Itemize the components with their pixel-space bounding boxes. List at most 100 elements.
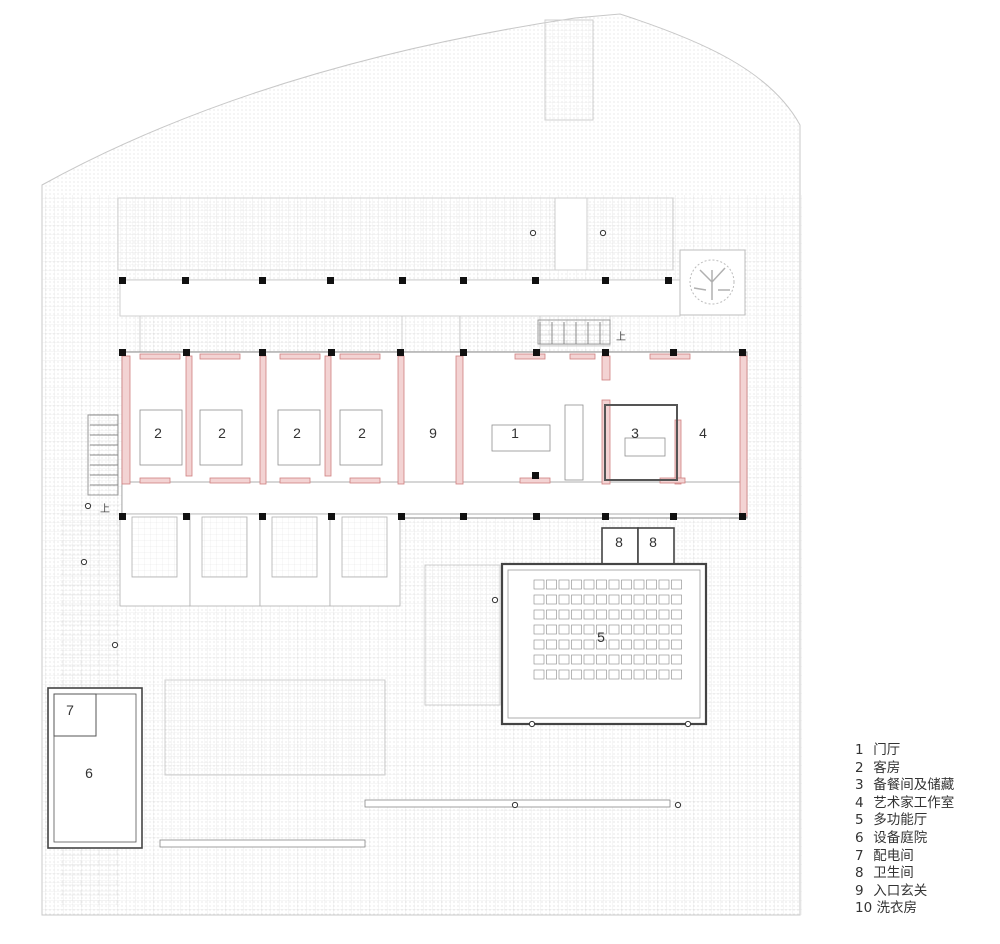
guest-room-beds bbox=[139, 409, 383, 466]
seat bbox=[583, 609, 595, 620]
seat bbox=[646, 654, 657, 665]
seat bbox=[608, 579, 620, 590]
room-number-pantry: 3 bbox=[631, 425, 639, 441]
legend-item: 2 客房 bbox=[855, 760, 995, 778]
seat bbox=[646, 609, 657, 620]
stair-up-label-east: 上 bbox=[616, 331, 626, 343]
column bbox=[670, 513, 677, 520]
seat bbox=[596, 654, 607, 665]
seat bbox=[658, 579, 670, 590]
legend-item: 8 卫生间 bbox=[855, 865, 995, 883]
room-number-power-room: 7 bbox=[66, 702, 74, 718]
seat bbox=[583, 639, 595, 650]
legend-key: 1 bbox=[855, 742, 864, 758]
seat bbox=[671, 624, 682, 635]
seat bbox=[583, 624, 595, 635]
south-terraces bbox=[119, 513, 401, 607]
seat bbox=[633, 594, 645, 605]
seat bbox=[658, 594, 670, 605]
legend-text: 备餐间及储藏 bbox=[873, 777, 955, 794]
column bbox=[602, 513, 609, 520]
seat bbox=[558, 669, 570, 680]
seat bbox=[571, 639, 582, 650]
column bbox=[602, 349, 609, 356]
seat bbox=[608, 609, 620, 620]
column bbox=[328, 513, 335, 520]
light-fixture bbox=[491, 596, 499, 604]
column bbox=[739, 513, 746, 520]
column bbox=[399, 277, 406, 284]
seat bbox=[633, 579, 645, 590]
seat bbox=[633, 624, 645, 635]
seat bbox=[621, 639, 632, 650]
seat bbox=[671, 579, 682, 590]
seat bbox=[658, 654, 670, 665]
seat bbox=[621, 654, 632, 665]
column bbox=[259, 277, 266, 284]
seat bbox=[608, 594, 620, 605]
room-numbers: 2 2 2 2 9 1 3 4 8 8 5 7 6 bbox=[66, 425, 707, 781]
seat bbox=[571, 654, 582, 665]
seat bbox=[546, 624, 557, 635]
seat bbox=[608, 639, 620, 650]
seat bbox=[533, 639, 545, 650]
seat bbox=[546, 579, 557, 590]
column bbox=[397, 349, 404, 356]
seat bbox=[608, 624, 620, 635]
legend-text: 入口玄关 bbox=[873, 882, 928, 899]
light-fixture bbox=[529, 229, 537, 237]
room-number-guest-4: 2 bbox=[358, 425, 366, 441]
seat bbox=[608, 669, 620, 680]
hall-furniture bbox=[491, 404, 678, 481]
light-fixture bbox=[80, 558, 88, 566]
legend-key: 9 bbox=[855, 882, 864, 899]
seat bbox=[583, 594, 595, 605]
room-legend: 1 门厅 2 客房 3 备餐间及储藏 4 艺术家工作室 5 多功能厅 6 设备庭… bbox=[855, 742, 995, 918]
legend-text: 配电间 bbox=[873, 847, 914, 864]
seat bbox=[596, 639, 607, 650]
seat bbox=[583, 579, 595, 590]
equipment-courtyard bbox=[47, 687, 143, 849]
toilets bbox=[601, 527, 675, 565]
seat bbox=[558, 654, 570, 665]
seat bbox=[546, 639, 557, 650]
legend-key: 4 bbox=[855, 794, 864, 811]
legend-text: 多功能厅 bbox=[873, 812, 928, 829]
seat bbox=[546, 594, 557, 605]
legend-key: 3 bbox=[855, 777, 864, 794]
legend-item: 10 洗衣房 bbox=[855, 900, 995, 918]
light-fixture bbox=[111, 641, 119, 649]
seat bbox=[546, 654, 557, 665]
seat bbox=[658, 669, 670, 680]
seat bbox=[558, 609, 570, 620]
seat bbox=[621, 594, 632, 605]
column bbox=[182, 277, 189, 284]
seat bbox=[633, 669, 645, 680]
seat bbox=[633, 609, 645, 620]
seat bbox=[658, 624, 670, 635]
legend-item: 3 备餐间及储藏 bbox=[855, 777, 995, 795]
seat bbox=[558, 579, 570, 590]
column bbox=[328, 349, 335, 356]
seat bbox=[658, 609, 670, 620]
column bbox=[739, 349, 746, 356]
seat bbox=[671, 654, 682, 665]
legend-item: 4 艺术家工作室 bbox=[855, 795, 995, 813]
light-fixture bbox=[528, 720, 536, 728]
seat bbox=[671, 609, 682, 620]
column bbox=[183, 349, 190, 356]
legend-key: 8 bbox=[855, 865, 864, 882]
seat bbox=[558, 594, 570, 605]
seat bbox=[608, 654, 620, 665]
room-number-entrance: 9 bbox=[429, 425, 437, 441]
seat bbox=[546, 669, 557, 680]
legend-text: 客房 bbox=[873, 759, 901, 776]
seat bbox=[658, 639, 670, 650]
seat bbox=[571, 624, 582, 635]
seat bbox=[546, 609, 557, 620]
seat bbox=[583, 669, 595, 680]
seat bbox=[671, 639, 682, 650]
seat bbox=[533, 579, 545, 590]
seat bbox=[533, 624, 545, 635]
legend-key: 2 bbox=[855, 759, 864, 776]
